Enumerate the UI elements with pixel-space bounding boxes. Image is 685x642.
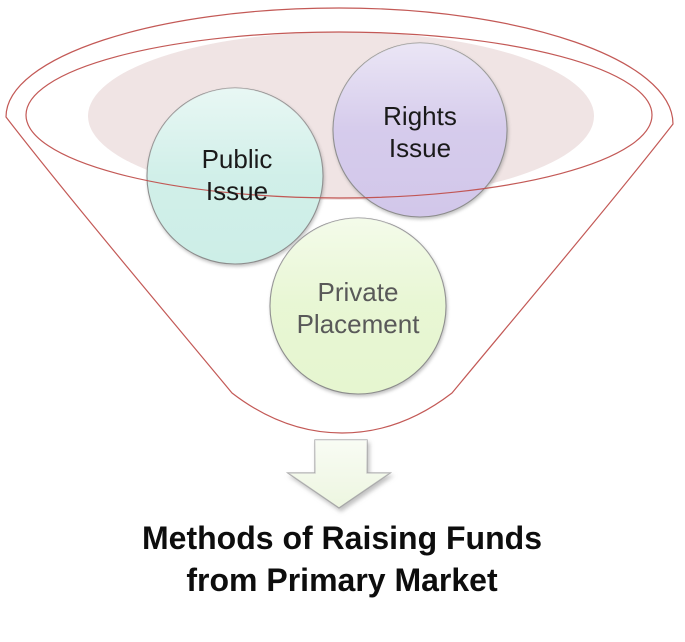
method-rights-issue: [332, 42, 508, 218]
method-public-issue: [146, 87, 324, 265]
private-placement-label-line2: Placement: [297, 309, 421, 339]
public-issue-label-line1: Public: [202, 144, 273, 174]
private-placement-sheen: [270, 218, 446, 394]
diagram-title-line2: from Primary Market: [186, 562, 498, 598]
rights-issue-label-line1: Rights: [383, 101, 457, 131]
public-issue-label-line2: Issue: [206, 176, 268, 206]
funnel-inner-rim: [25, 31, 653, 199]
rights-issue-sheen: [333, 43, 507, 217]
down-arrow-icon: [285, 439, 393, 509]
rights-issue-label-line2: Issue: [389, 133, 451, 163]
down-arrow-sheen: [288, 440, 390, 508]
private-placement-label-line1: Private: [318, 277, 399, 307]
diagram-title-line1: Methods of Raising Funds: [142, 520, 542, 556]
diagram-title: Methods of Raising Funds from Primary Ma…: [142, 520, 542, 598]
public-issue-sheen: [147, 88, 323, 264]
method-private-placement: [269, 217, 447, 395]
funnel-outline: [5, 7, 674, 434]
